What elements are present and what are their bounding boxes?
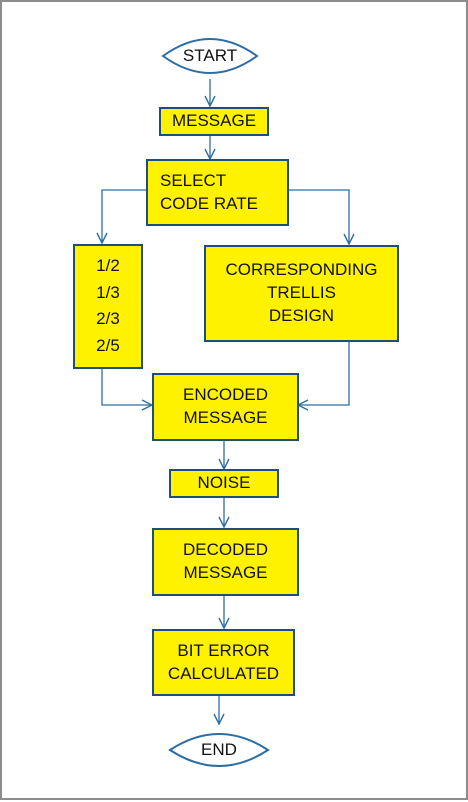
arrow-select-to-rates bbox=[102, 189, 147, 243]
code-rate-item: 2/3 bbox=[96, 309, 120, 329]
message-box: MESSAGE bbox=[159, 107, 269, 136]
decoded-line2: MESSAGE bbox=[183, 563, 268, 582]
select-code-rate-box: SELECT CODE RATE bbox=[146, 159, 289, 226]
trellis-line1: CORRESPONDING bbox=[225, 260, 378, 280]
trellis-design-label: CORRESPONDING TRELLIS DESIGN bbox=[225, 259, 377, 328]
start-label: START bbox=[182, 46, 238, 65]
code-rates-box: 1/2 1/3 2/3 2/5 bbox=[73, 244, 143, 369]
bit-error-box: BIT ERROR CALCULATED bbox=[152, 629, 295, 696]
end-label: END bbox=[201, 740, 237, 759]
decoded-line1: DECODED bbox=[182, 540, 268, 560]
end-terminal: END bbox=[170, 741, 268, 758]
terminal-start-shape bbox=[161, 38, 259, 74]
arrow-trellis-to-encoded bbox=[298, 341, 350, 405]
noise-label: NOISE bbox=[197, 473, 251, 493]
trellis-line2: TRELLIS bbox=[267, 283, 336, 303]
select-code-rate-line1: SELECT bbox=[160, 170, 227, 190]
bit-error-line1: BIT ERROR bbox=[177, 640, 270, 660]
terminal-end-shape bbox=[168, 733, 270, 767]
select-code-rate-line2: CODE RATE bbox=[160, 193, 258, 213]
encoded-message-box: ENCODED MESSAGE bbox=[152, 373, 299, 441]
encoded-message-label: ENCODED MESSAGE bbox=[183, 384, 268, 430]
noise-box: NOISE bbox=[169, 469, 279, 498]
encoded-line1: ENCODED bbox=[182, 385, 268, 405]
encoded-line2: MESSAGE bbox=[183, 408, 268, 427]
code-rate-item: 1/2 bbox=[96, 256, 120, 276]
decoded-message-box: DECODED MESSAGE bbox=[152, 528, 299, 596]
code-rate-item: 1/3 bbox=[96, 282, 120, 302]
trellis-line3: DESIGN bbox=[268, 305, 335, 325]
code-rate-item: 2/5 bbox=[96, 335, 120, 355]
start-terminal: START bbox=[163, 47, 257, 64]
bit-error-line2: CALCULATED bbox=[167, 663, 280, 683]
arrow-rates-to-encoded bbox=[101, 368, 152, 405]
bit-error-label: BIT ERROR CALCULATED bbox=[168, 640, 279, 686]
trellis-design-box: CORRESPONDING TRELLIS DESIGN bbox=[204, 245, 399, 342]
decoded-message-label: DECODED MESSAGE bbox=[183, 539, 268, 585]
arrow-select-to-trellis bbox=[288, 189, 349, 244]
message-label: MESSAGE bbox=[171, 111, 257, 131]
select-code-rate-label: SELECT CODE RATE bbox=[160, 170, 258, 216]
